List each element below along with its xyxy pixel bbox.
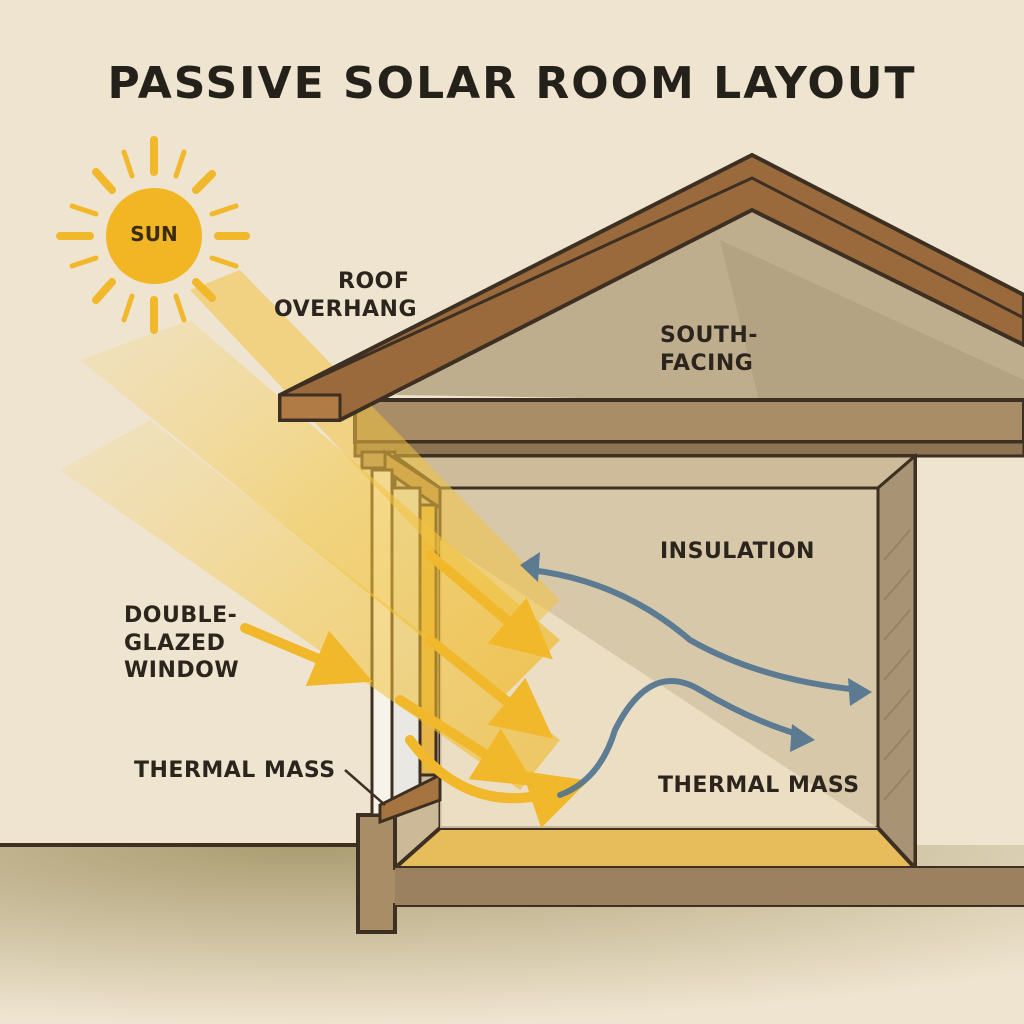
room-interior xyxy=(389,452,920,872)
south-facing-line-1: SOUTH- xyxy=(660,323,758,348)
sunlight-arrows xyxy=(240,550,589,828)
south-facing-label: SOUTH- FACING xyxy=(660,322,758,377)
roof-overhang-label: ROOF OVERHANG xyxy=(274,268,417,323)
double-glazed-line-2: GLAZED xyxy=(124,630,226,656)
heat-flow-arrows xyxy=(520,552,872,798)
double-glazed-line-1: DOUBLE- xyxy=(124,603,238,628)
south-facing-line-2: FACING xyxy=(660,350,754,376)
gable-wall xyxy=(395,200,1024,405)
roof-overhang-line-1: ROOF xyxy=(338,269,410,294)
thermal-mass-label-left: THERMAL MASS xyxy=(134,758,336,783)
ceiling-beam xyxy=(353,398,1024,458)
double-glazed-window-label: DOUBLE- GLAZED WINDOW xyxy=(124,602,239,685)
sunbeams xyxy=(60,270,560,790)
page-title: PASSIVE SOLAR ROOM LAYOUT xyxy=(107,58,917,109)
roof-overhang-line-2: OVERHANG xyxy=(274,296,418,322)
sun-label: SUN xyxy=(130,222,178,246)
roof xyxy=(278,152,1024,422)
double-glazed-line-3: WINDOW xyxy=(124,658,240,683)
thermal-mass-leader xyxy=(344,769,386,806)
foundation xyxy=(356,813,1024,934)
sun-icon xyxy=(56,136,250,334)
insulation-label: INSULATION xyxy=(660,539,815,564)
thermal-mass-label-right: THERMAL MASS xyxy=(658,773,860,798)
